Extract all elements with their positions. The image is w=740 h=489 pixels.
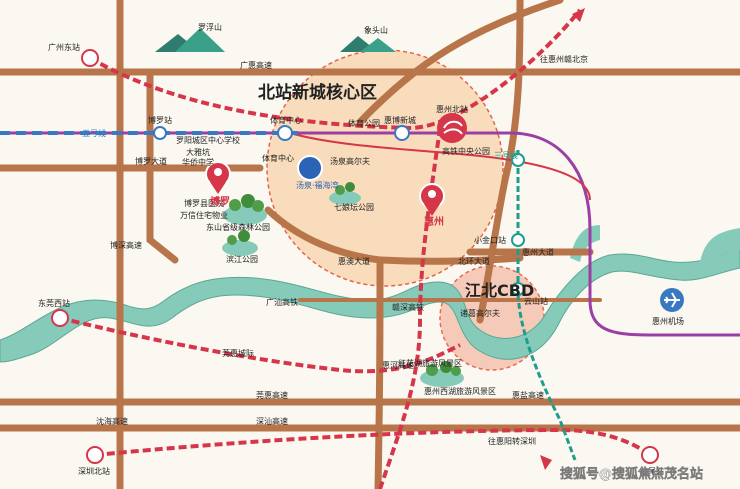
huizhou-north-logo bbox=[437, 113, 467, 143]
label-yunshan: 云山站 bbox=[524, 296, 548, 306]
label-to-shenzhen: 往惠阳转深圳 bbox=[488, 436, 536, 446]
label-tiyu-center: 体育中心 bbox=[262, 153, 294, 163]
road-north bbox=[356, 0, 564, 126]
road-east bbox=[476, 0, 524, 324]
label-xiaojinkou: 小金口站 bbox=[474, 235, 506, 245]
label-yanhai: 沈海高速 bbox=[96, 416, 128, 426]
label-boluo-station: 博罗站 bbox=[148, 115, 172, 125]
label-dg-west: 东莞西站 bbox=[38, 298, 70, 308]
label-road-huiao: 惠澳大道 bbox=[338, 256, 370, 266]
label-hongzhao: 红花湖旅游风景区 bbox=[398, 358, 462, 368]
plane-glyph bbox=[664, 292, 680, 308]
label-boluo-hosp: 博罗县医院 bbox=[184, 198, 224, 208]
dongjiang-river bbox=[0, 247, 740, 363]
label-tangquan: 汤泉高尔夫 bbox=[330, 156, 370, 166]
label-guanhui-hwy: 莞惠高速 bbox=[256, 390, 288, 400]
metro-line5 bbox=[0, 131, 740, 337]
label-xihu: 惠州西湖旅游风景区 bbox=[424, 386, 496, 396]
label-sz-north: 深圳北站 bbox=[78, 466, 110, 476]
title-north-core: 北站新城核心区 bbox=[258, 82, 377, 103]
label-dayakeng: 大雅坑 bbox=[186, 147, 210, 157]
label-luofu: 罗浮山 bbox=[198, 22, 222, 32]
label-huizhou-dadao: 惠州大道 bbox=[522, 247, 554, 257]
metro-link bbox=[289, 132, 591, 201]
pin-icon bbox=[419, 183, 445, 216]
label-road-boshen: 博深高速 bbox=[110, 240, 142, 250]
project-badge bbox=[297, 155, 323, 181]
watermark: 搜狐号@搜狐焦点茂名站 bbox=[560, 466, 703, 482]
label-to-beijing: 往惠州赣北京 bbox=[540, 54, 588, 64]
label-boluo-school: 罗阳城区中心学校 bbox=[176, 135, 240, 145]
label-guangshan: 广汕高铁 bbox=[266, 297, 298, 307]
label-qixing-park: 七娘坛公园 bbox=[334, 202, 374, 212]
label-xiangtou: 象头山 bbox=[364, 25, 388, 35]
label-airport: 惠州机场 bbox=[652, 316, 684, 326]
label-shanwei: 汕尾站 bbox=[640, 466, 664, 476]
label-huihe: 惠河高速 bbox=[382, 360, 414, 370]
rail-guangshan bbox=[89, 8, 582, 131]
label-dongshan-park: 东山省级森林公园 bbox=[206, 222, 270, 232]
label-huizhou-city: 惠州 bbox=[424, 215, 444, 228]
arrow-northeast-icon bbox=[572, 8, 585, 22]
label-huizhou-north: 惠州北站 bbox=[436, 104, 468, 114]
label-project: 汤泉·福海湾 bbox=[296, 180, 339, 190]
mountain-icon bbox=[360, 38, 396, 52]
label-zhutou: 诸葛高尔夫 bbox=[460, 308, 500, 318]
rail-guanhui-city bbox=[59, 316, 461, 374]
label-huibo-xincheng: 惠博新城 bbox=[384, 115, 416, 125]
label-line3: 三号线 bbox=[494, 150, 518, 160]
arrow-south-icon bbox=[540, 455, 552, 470]
label-tiyu-station: 体育中心 bbox=[270, 115, 302, 125]
road-boluo bbox=[146, 68, 179, 264]
label-line5: 五号线 bbox=[82, 128, 106, 138]
label-shenshan: 深汕高速 bbox=[256, 416, 288, 426]
label-road-guanghui: 广惠高速 bbox=[240, 60, 272, 70]
label-gz-east: 广州东站 bbox=[48, 42, 80, 52]
label-road-boluo: 博罗大道 bbox=[135, 156, 167, 166]
road-huihe bbox=[374, 256, 384, 489]
label-tiyu-park: 体育公园 bbox=[348, 118, 380, 128]
mountain-icon bbox=[175, 28, 225, 52]
label-ganshen: 赣深高铁 bbox=[392, 302, 424, 312]
station-markers bbox=[51, 49, 659, 464]
pin-icon bbox=[205, 161, 231, 194]
park-icons bbox=[222, 182, 464, 387]
label-boluo-city: 博罗 bbox=[210, 195, 230, 208]
label-huiyan: 惠盐高速 bbox=[512, 390, 544, 400]
river-branch bbox=[700, 228, 740, 266]
title-cbd: 江北CBD bbox=[465, 281, 534, 300]
label-binjiang-park: 滨江公园 bbox=[226, 254, 258, 264]
label-road-beihuan: 北环大道 bbox=[458, 256, 490, 266]
huizhou-north-logo-mark bbox=[443, 120, 463, 135]
label-huayuan: 华侨中学 bbox=[182, 157, 214, 167]
label-gaotie-park: 高铁中央公园 bbox=[442, 146, 490, 156]
label-wanxin: 万信住宅物业 bbox=[180, 210, 228, 220]
label-guanhui-city: 莞惠城际 bbox=[222, 348, 254, 358]
rail-south bbox=[94, 427, 652, 457]
